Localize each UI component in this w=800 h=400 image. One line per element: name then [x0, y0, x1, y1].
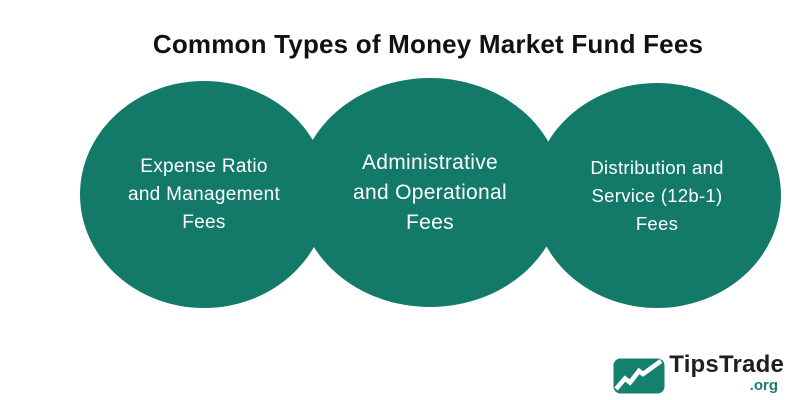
logo-wordmark: TipsTrade — [669, 351, 784, 378]
tipstrade-logo: TipsTrade .org — [613, 352, 784, 394]
bubble-label: Distribution and Service (12b-1) Fees — [590, 154, 723, 238]
bubble-text-line: Fees — [182, 211, 226, 233]
bubble-text-line: Distribution and — [590, 156, 724, 178]
bubble-administrative-fees: Administrative and Operational Fees — [298, 78, 562, 307]
logo-tld: .org — [749, 377, 778, 394]
trend-chart-icon — [613, 358, 665, 394]
page-title: Common Types of Money Market Fund Fees — [152, 29, 704, 59]
bubble-text-line: and Operational — [353, 180, 507, 204]
bubble-text-line: and Management — [127, 183, 281, 205]
bubble-label: Administrative and Operational Fees — [353, 148, 507, 238]
bubble-text-line: Expense Ratio — [140, 155, 268, 177]
bubble-distribution-fees: Distribution and Service (12b-1) Fees — [533, 83, 781, 308]
bubble-text-line: Service (12b-1) — [591, 184, 723, 206]
logo-text-block: TipsTrade .org — [669, 351, 784, 394]
bubble-text-line: Fees — [406, 210, 454, 234]
bubble-text-line: Administrative — [361, 150, 499, 174]
bubble-label: Expense Ratio and Management Fees — [128, 153, 280, 237]
bubble-text-line: Fees — [635, 212, 679, 234]
bubble-expense-ratio-fees: Expense Ratio and Management Fees — [80, 81, 328, 308]
